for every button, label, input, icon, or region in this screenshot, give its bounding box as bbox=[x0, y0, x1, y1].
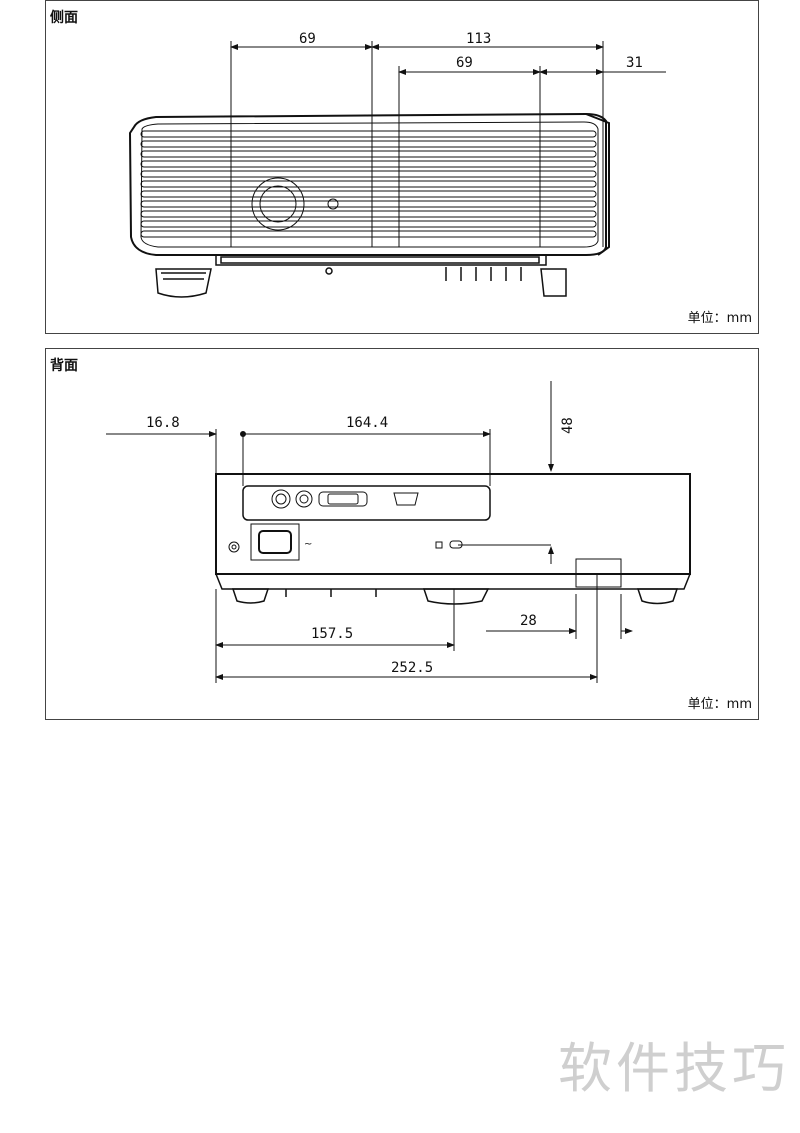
rear-feet bbox=[231, 588, 679, 605]
side-dim-69-inner: 69 bbox=[456, 55, 473, 71]
rear-dim-252-5: 252.5 bbox=[391, 660, 433, 676]
watermark: 软件技巧 bbox=[558, 1037, 790, 1100]
side-bottom-details bbox=[215, 255, 547, 281]
rear-projector-body: ~ bbox=[215, 473, 691, 590]
rear-dim-16-8: 16.8 bbox=[146, 415, 180, 431]
svg-text:~: ~ bbox=[304, 539, 312, 550]
side-dimension-lines bbox=[230, 41, 666, 247]
rear-view-panel: 背面 单位：mm 16.8 164.4 48 28 157.5 252.5 bbox=[45, 348, 759, 720]
side-projector-body bbox=[128, 112, 610, 256]
rear-dim-164-4: 164.4 bbox=[346, 415, 388, 431]
rear-dim-28: 28 bbox=[520, 613, 537, 629]
side-view-unit-label: 单位：mm bbox=[687, 311, 752, 326]
side-dim-69-left: 69 bbox=[299, 31, 316, 47]
rear-view-unit-label: 单位：mm bbox=[687, 697, 752, 712]
side-dim-113: 113 bbox=[466, 31, 491, 47]
side-dim-31: 31 bbox=[626, 55, 643, 71]
rear-dim-48: 48 bbox=[560, 417, 576, 434]
side-view-panel: 侧面 单位：mm 69 113 69 31 bbox=[45, 0, 759, 334]
side-view-title: 侧面 bbox=[50, 10, 78, 26]
side-vent-grille bbox=[140, 130, 597, 238]
rear-dimension-lines bbox=[106, 381, 633, 683]
rear-dim-157-5: 157.5 bbox=[311, 626, 353, 642]
side-view-drawing: 69 113 69 31 bbox=[128, 31, 666, 298]
rear-view-title: 背面 bbox=[50, 358, 78, 374]
side-feet bbox=[155, 268, 567, 298]
rear-view-drawing: 16.8 164.4 48 28 157.5 252.5 bbox=[106, 381, 691, 683]
